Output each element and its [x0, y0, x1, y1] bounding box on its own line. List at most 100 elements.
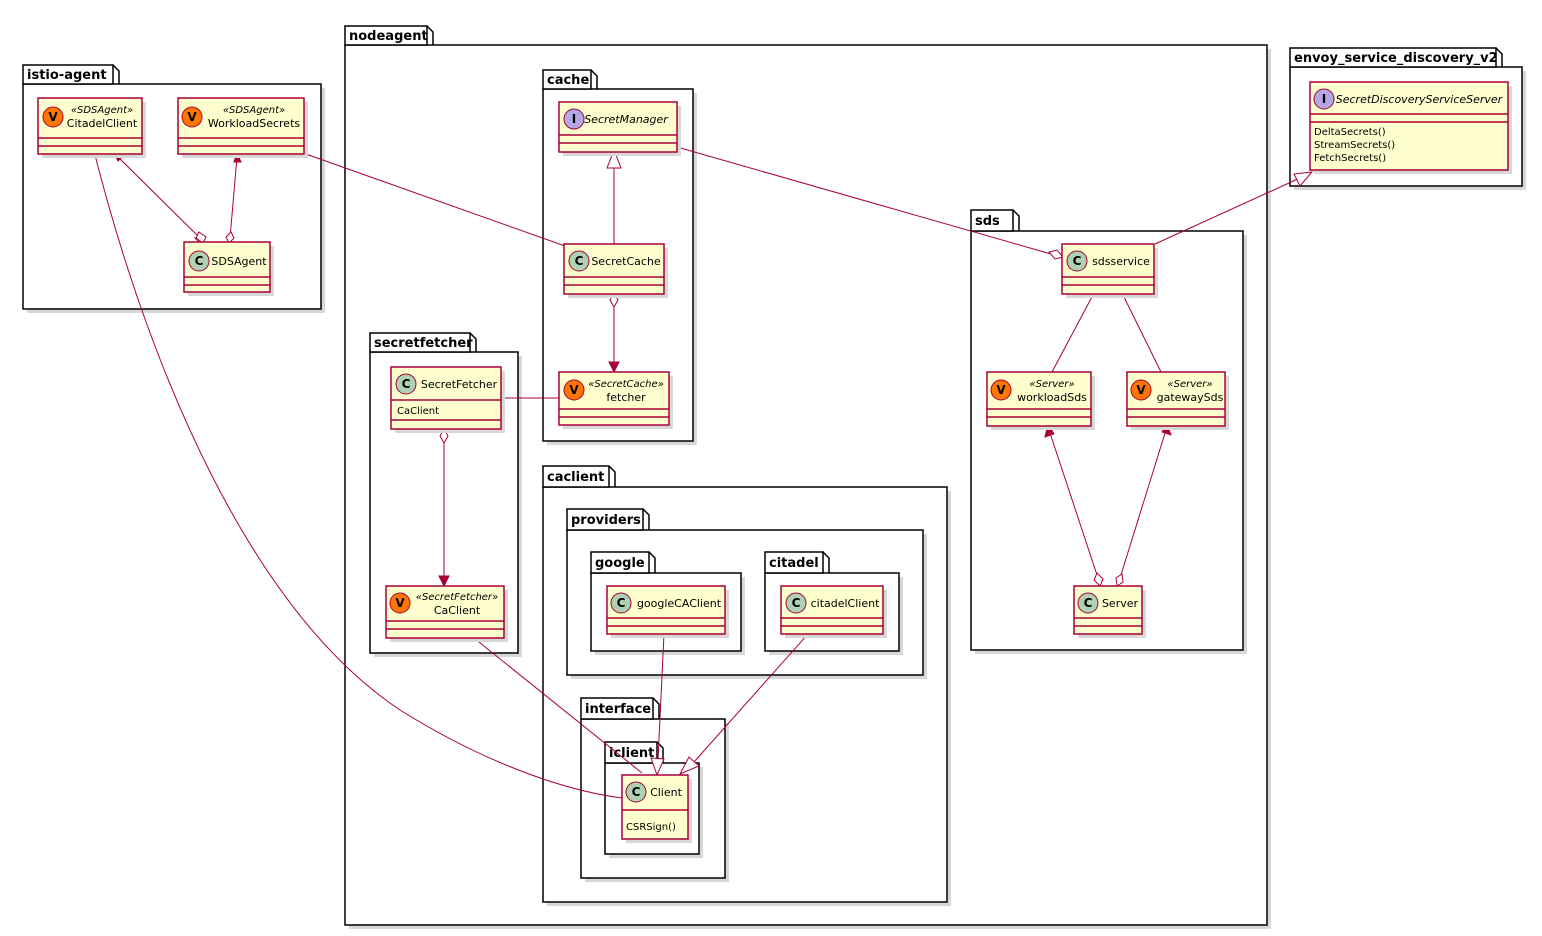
class-stereotype: «SDSAgent»	[71, 105, 133, 116]
class-stereotype: «Server»	[1167, 379, 1212, 390]
svg-text:V: V	[996, 383, 1006, 397]
class-server[interactable]: C Server	[1073, 585, 1146, 638]
aggregation-diamond-icon	[195, 231, 207, 244]
class-badge-icon	[1066, 250, 1088, 272]
class-stereotype: «SDSAgent»	[223, 105, 285, 116]
class-gatewaysds[interactable]: V «Server» gatewaySds	[1126, 371, 1229, 430]
class-caclient-var[interactable]: V «SecretFetcher» CaClient	[385, 585, 508, 642]
relation-sdsagent-workloadsecrets	[229, 156, 238, 239]
class-sdsagent[interactable]: C SDSAgent	[183, 241, 274, 296]
package-label: caclient	[547, 470, 604, 485]
class-sdsservice[interactable]: C sdsservice	[1061, 243, 1158, 298]
class-member: DeltaSecrets()	[1314, 127, 1386, 138]
class-workloadsecrets[interactable]: V «SDSAgent» WorkloadSecrets	[177, 97, 308, 158]
class-stereotype: «Server»	[1029, 379, 1074, 390]
class-googlecaclient[interactable]: C googleCAClient	[606, 585, 729, 638]
svg-text:C: C	[1073, 254, 1082, 268]
variable-badge-icon	[42, 106, 64, 128]
svg-text:C: C	[402, 377, 411, 391]
class-citadelclient-impl[interactable]: C citadelClient	[780, 585, 887, 638]
package-label: iclient	[609, 746, 654, 761]
class-secretcache[interactable]: C SecretCache	[563, 243, 668, 298]
arrowhead-icon	[438, 575, 450, 588]
class-name: SecretManager	[584, 113, 669, 126]
class-fetcher[interactable]: V «SecretCache» fetcher	[558, 371, 673, 429]
relation-workloadsecrets-secretcache	[302, 152, 566, 247]
class-name: citadelClient	[811, 597, 880, 610]
class-name: SecretDiscoveryServiceServer	[1336, 93, 1504, 106]
inheritance-triangle-icon	[1293, 171, 1314, 187]
svg-text:I: I	[1322, 92, 1326, 106]
class-badge-icon	[1077, 592, 1099, 614]
class-name: sdsservice	[1092, 255, 1150, 268]
svg-text:V: V	[569, 383, 579, 397]
variable-badge-icon	[181, 106, 203, 128]
variable-badge-icon	[990, 379, 1012, 401]
svg-text:C: C	[575, 254, 584, 268]
class-name: fetcher	[606, 391, 646, 404]
arrowhead-icon	[608, 361, 620, 374]
class-member: FetchSecrets()	[1314, 153, 1386, 164]
class-name: SDSAgent	[211, 255, 267, 268]
relation-citadelclient-client	[94, 154, 623, 799]
class-citadelclient[interactable]: V «SDSAgent» CitadelClient	[37, 97, 146, 158]
class-stereotype: «SecretFetcher»	[416, 592, 498, 603]
inheritance-triangle-icon	[606, 148, 622, 169]
class-badge-icon	[395, 373, 417, 395]
package-sds: sds	[970, 209, 1247, 654]
class-name: CaClient	[434, 604, 481, 617]
relation-caclient-client	[473, 637, 643, 774]
relation-sdsservice-workloadsds	[1051, 292, 1095, 373]
package-label: secretfetcher	[374, 336, 473, 351]
class-name: WorkloadSecrets	[208, 117, 301, 130]
package-label: sds	[975, 214, 1000, 229]
aggregation-diamond-icon	[225, 231, 235, 244]
relation-secretmanager-sdsservice	[676, 146, 1052, 255]
interface-badge-icon	[1313, 88, 1335, 110]
package-label: interface	[585, 702, 651, 717]
package-label: istio-agent	[27, 68, 107, 83]
svg-text:V: V	[187, 110, 197, 124]
package-label: citadel	[769, 556, 819, 571]
relation-sdsservice-sdsserver	[1154, 177, 1301, 245]
relation-citadelclient-impl-client	[693, 633, 809, 763]
class-secretmanager[interactable]: I SecretManager	[558, 101, 681, 156]
class-name: SecretCache	[591, 255, 661, 268]
svg-text:C: C	[632, 785, 641, 799]
svg-text:C: C	[617, 596, 626, 610]
package-label: nodeagent	[349, 29, 428, 44]
class-name: CitadelClient	[67, 117, 138, 130]
class-member: CSRSign()	[626, 822, 676, 833]
package-label: google	[595, 556, 645, 571]
class-secretfetcher[interactable]: C SecretFetcher CaClient	[390, 366, 505, 433]
relation-sdsservice-gatewaysds	[1121, 292, 1162, 373]
class-name: gatewaySds	[1157, 391, 1224, 404]
package-label: cache	[547, 73, 589, 88]
svg-text:V: V	[1136, 383, 1146, 397]
class-badge-icon	[188, 250, 210, 272]
class-secretdiscoveryserviceserver[interactable]: I SecretDiscoveryServiceServer DeltaSecr…	[1309, 81, 1512, 174]
package-label: providers	[571, 513, 641, 528]
svg-text:V: V	[395, 596, 405, 610]
variable-badge-icon	[389, 592, 411, 614]
svg-text:C: C	[1084, 596, 1093, 610]
interface-badge-icon	[563, 108, 585, 130]
inheritance-triangle-icon	[650, 757, 665, 777]
class-member: StreamSecrets()	[1314, 140, 1395, 151]
aggregation-diamond-icon	[1115, 573, 1124, 587]
class-name: googleCAClient	[637, 597, 722, 610]
variable-badge-icon	[563, 379, 585, 401]
class-client[interactable]: C Client CSRSign()	[621, 774, 692, 843]
inheritance-triangle-icon	[678, 756, 700, 776]
class-badge-icon	[625, 781, 647, 803]
svg-text:C: C	[195, 254, 204, 268]
class-stereotype: «SecretCache»	[588, 379, 664, 390]
class-badge-icon	[610, 592, 632, 614]
class-name: SecretFetcher	[421, 378, 498, 391]
class-workloadsds[interactable]: V «Server» workloadSds	[986, 371, 1095, 430]
class-name: Server	[1102, 597, 1139, 610]
svg-text:C: C	[792, 596, 801, 610]
relation-server-workloadsds	[1048, 429, 1099, 579]
aggregation-diamond-icon	[1048, 249, 1064, 260]
